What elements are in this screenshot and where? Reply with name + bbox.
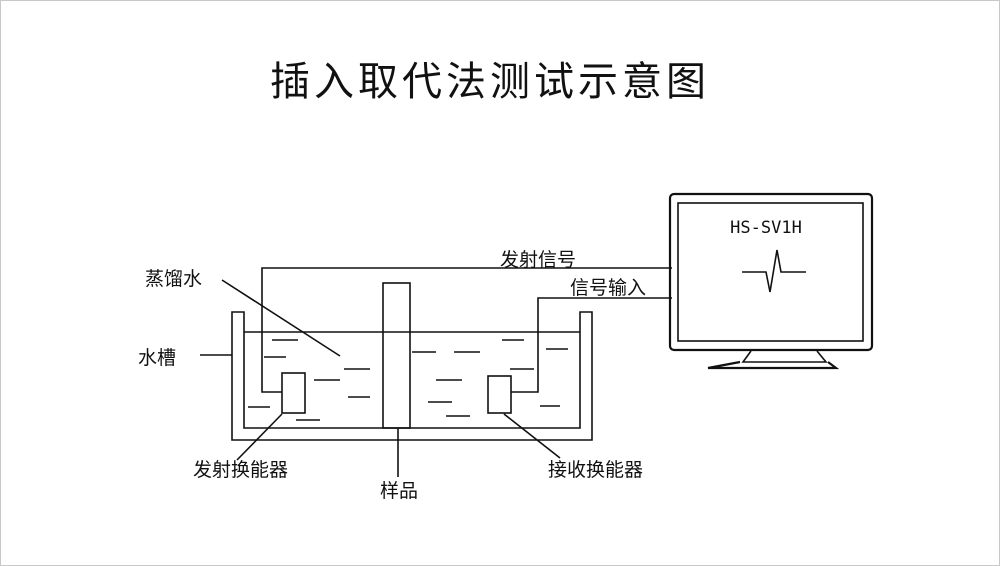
signal-input-label: 信号输入 (570, 277, 646, 299)
sample (382, 282, 411, 429)
signal-input-wire (511, 297, 672, 393)
transmit-signal-label: 发射信号 (500, 249, 576, 271)
transmit-transducer (281, 372, 306, 414)
monitor-model: HS-SV1H (730, 218, 802, 238)
receive-transducer-label: 接收换能器 (548, 459, 643, 481)
water-tank (231, 311, 593, 441)
transmit-signal-wire (261, 267, 672, 393)
sample-label: 样品 (380, 480, 418, 502)
transmit-transducer-leader (236, 413, 283, 461)
tank-label: 水槽 (138, 347, 176, 369)
receive-transducer-leader (503, 413, 561, 459)
receive-transducer (487, 375, 512, 414)
water-ripples (248, 339, 568, 421)
pulse-waveform-icon (742, 249, 806, 293)
monitor (668, 192, 874, 370)
distilled-water-label: 蒸馏水 (145, 268, 202, 290)
transmit-transducer-label: 发射换能器 (193, 459, 288, 481)
distilled-water-leader (221, 279, 341, 357)
diagram-title: 插入取代法测试示意图 (270, 59, 710, 105)
